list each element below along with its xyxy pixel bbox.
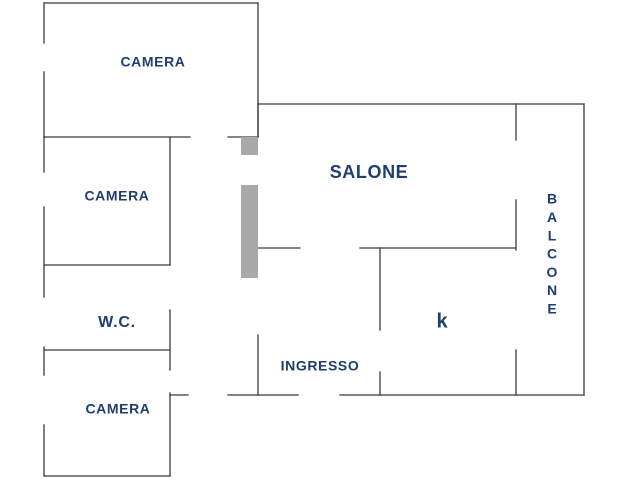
pillar bbox=[241, 137, 258, 155]
room-label-camera-middle: CAMERA bbox=[84, 188, 149, 204]
balcone-letter: L bbox=[548, 227, 557, 243]
walls bbox=[43, 2, 585, 477]
balcone-letter: C bbox=[547, 246, 557, 262]
room-labels: CAMERA CAMERA W.C. CAMERA SALONE INGRESS… bbox=[84, 54, 557, 417]
balcone-letter: A bbox=[547, 209, 557, 225]
room-label-camera-top: CAMERA bbox=[120, 54, 185, 70]
balcone-letter: N bbox=[547, 282, 557, 298]
room-label-ingresso: INGRESSO bbox=[281, 358, 360, 374]
room-label-kitchen: k bbox=[436, 310, 448, 332]
room-label-salone: SALONE bbox=[330, 162, 409, 182]
balcone-letter: O bbox=[547, 264, 558, 280]
balcone-letter: B bbox=[547, 191, 557, 207]
room-label-wc: W.C. bbox=[98, 314, 136, 331]
pillar bbox=[241, 185, 258, 278]
room-label-camera-bottom: CAMERA bbox=[85, 401, 150, 417]
balcone-letter: E bbox=[547, 301, 556, 317]
pillars bbox=[241, 137, 258, 278]
